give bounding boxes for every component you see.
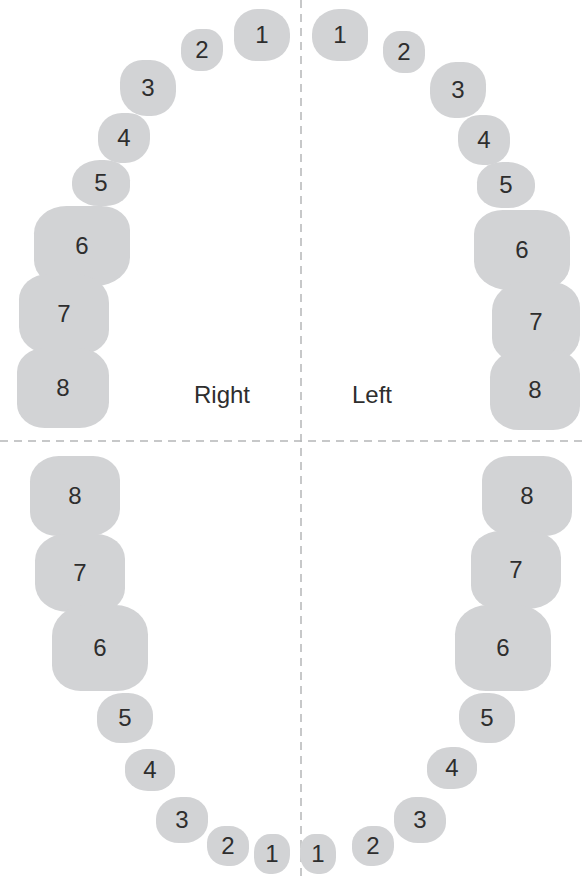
- tooth: 1: [300, 834, 336, 874]
- side-label: Right: [194, 383, 250, 407]
- tooth: 5: [97, 693, 153, 743]
- tooth: 3: [156, 797, 208, 843]
- tooth: 1: [234, 9, 290, 61]
- tooth: 1: [312, 9, 368, 61]
- tooth-number: 1: [311, 842, 324, 866]
- tooth: 7: [35, 534, 125, 612]
- tooth: 4: [125, 749, 175, 791]
- tooth: 4: [98, 113, 150, 163]
- tooth: 7: [19, 274, 109, 354]
- tooth: 8: [30, 456, 120, 536]
- tooth-number: 3: [175, 808, 188, 832]
- tooth-number: 5: [480, 706, 493, 730]
- tooth: 5: [459, 693, 515, 743]
- tooth: 2: [207, 826, 249, 866]
- tooth-number: 5: [94, 171, 107, 195]
- tooth: 6: [455, 605, 551, 691]
- tooth-number: 2: [221, 834, 234, 858]
- tooth-number: 6: [515, 238, 528, 262]
- tooth-number: 1: [265, 842, 278, 866]
- tooth-number: 7: [57, 302, 70, 326]
- tooth-number: 6: [93, 636, 106, 660]
- tooth-number: 1: [333, 23, 346, 47]
- tooth-number: 5: [118, 706, 131, 730]
- tooth: 6: [474, 210, 570, 290]
- tooth: 5: [477, 162, 535, 208]
- tooth-number: 8: [56, 376, 69, 400]
- tooth: 2: [383, 31, 425, 73]
- tooth-number: 7: [73, 561, 86, 585]
- side-label: Left: [352, 383, 392, 407]
- tooth-number: 5: [499, 173, 512, 197]
- tooth-number: 4: [477, 128, 490, 152]
- tooth-number: 6: [75, 234, 88, 258]
- tooth: 4: [427, 747, 477, 789]
- tooth-number: 4: [445, 756, 458, 780]
- tooth-number: 1: [255, 23, 268, 47]
- tooth-number: 4: [117, 126, 130, 150]
- tooth: 3: [430, 62, 486, 118]
- tooth: 4: [458, 115, 510, 165]
- tooth-number: 2: [366, 834, 379, 858]
- tooth-number: 2: [397, 40, 410, 64]
- tooth-number: 3: [141, 76, 154, 100]
- tooth: 2: [181, 29, 223, 71]
- tooth: 3: [394, 797, 446, 843]
- tooth: 7: [471, 531, 561, 609]
- tooth: 8: [17, 348, 109, 428]
- tooth-number: 3: [413, 808, 426, 832]
- tooth: 2: [352, 826, 394, 866]
- tooth-number: 6: [496, 636, 509, 660]
- tooth-number: 8: [528, 378, 541, 402]
- tooth: 8: [490, 350, 580, 430]
- tooth: 1: [254, 834, 290, 874]
- tooth: 8: [482, 456, 572, 536]
- occlusal-line: [0, 440, 582, 442]
- tooth: 6: [52, 605, 148, 691]
- tooth: 5: [72, 160, 130, 206]
- tooth-number: 2: [195, 38, 208, 62]
- tooth-number: 7: [509, 558, 522, 582]
- midline: [300, 0, 302, 877]
- tooth-number: 3: [451, 78, 464, 102]
- tooth-number: 8: [68, 484, 81, 508]
- tooth-number: 7: [529, 310, 542, 334]
- tooth: 3: [120, 60, 176, 116]
- tooth-number: 4: [143, 758, 156, 782]
- tooth-number: 8: [520, 484, 533, 508]
